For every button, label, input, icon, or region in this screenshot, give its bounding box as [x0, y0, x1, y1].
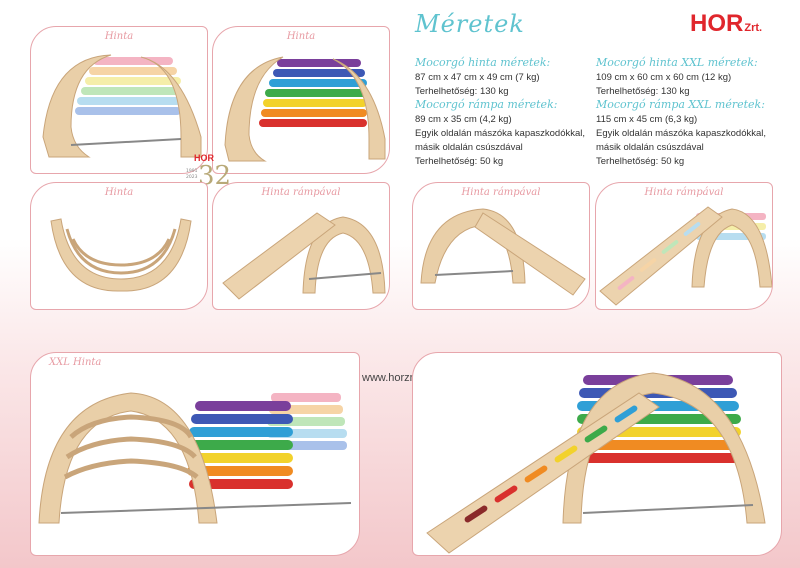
spec-hinta: Mocorgó hinta méretek: 87 cm x 47 cm x 4… — [415, 56, 595, 99]
xxl-swings-illustration — [38, 392, 352, 524]
spec-rampa: Mocorgó rámpa méretek: 89 cm x 35 cm (4,… — [415, 98, 600, 169]
spec-heading: Mocorgó rámpa méretek: — [415, 98, 558, 111]
ramp-illustration-3 — [599, 206, 772, 306]
photo-xxl-hinta-rampaval — [412, 352, 782, 556]
spec-line: Terhelhetőség: 50 kg — [596, 156, 685, 167]
photo-hinta-rocker: Hinta — [30, 182, 208, 310]
photo-label: Hinta — [104, 31, 134, 42]
xxl-ramp-illustration — [426, 372, 766, 554]
swing-rocker-illustration — [50, 218, 192, 292]
photo-label: Hinta rámpával — [644, 187, 724, 198]
spec-hinta-xxl: Mocorgó hinta XXL méretek: 109 cm x 60 c… — [596, 56, 786, 99]
spec-line: 87 cm x 47 cm x 49 cm (7 kg) — [415, 72, 540, 83]
photo-label: Hinta rámpával — [261, 187, 341, 198]
photo-xxl-hinta: XXL Hinta — [30, 352, 360, 556]
photo-hinta-pastel: Hinta — [30, 26, 208, 174]
swing-rainbow-illustration — [224, 56, 386, 162]
rainbow-xxl — [187, 401, 293, 489]
photo-label: Hinta — [286, 31, 316, 42]
brand-logo: HORZrt. — [690, 10, 762, 38]
photo-label: Hinta rámpával — [461, 187, 541, 198]
ramp-illustration-2 — [420, 208, 586, 296]
pastel-slats — [75, 57, 181, 115]
ramp-illustration-1 — [222, 212, 386, 300]
spec-heading: Mocorgó hinta XXL méretek: — [596, 56, 758, 69]
photo-hinta-rampaval-1: Hinta rámpával — [212, 182, 390, 310]
page-title: Méretek — [415, 10, 525, 38]
photo-hinta-rainbow: Hinta — [212, 26, 390, 174]
spec-heading: Mocorgó hinta méretek: — [415, 56, 551, 69]
photo-hinta-rampaval-2: Hinta rámpával — [412, 182, 590, 310]
spec-line: 115 cm x 45 cm (6,3 kg) — [596, 114, 698, 125]
photo-label: Hinta — [104, 187, 134, 198]
logo-brand: HOR — [690, 10, 744, 37]
photo-hinta-rampaval-3: Hinta rámpával — [595, 182, 773, 310]
spec-line: Terhelhetőség: 130 kg — [596, 86, 690, 97]
spec-line: másik oldalán csúszdával — [596, 142, 704, 153]
badge-brand: HOR — [194, 153, 214, 163]
rainbow-slats — [259, 59, 367, 127]
spec-line: 89 cm x 35 cm (4,2 kg) — [415, 114, 512, 125]
spec-line: Terhelhetőség: 50 kg — [415, 156, 504, 167]
spec-line: másik oldalán csúszdával — [415, 142, 523, 153]
spec-heading: Mocorgó rámpa XXL méretek: — [596, 98, 765, 111]
spec-rampa-xxl: Mocorgó rámpa XXL méretek: 115 cm x 45 c… — [596, 98, 786, 169]
spec-line: Terhelhetőség: 130 kg — [415, 86, 509, 97]
spec-line: Egyik oldalán mászóka kapaszkodókkal, — [596, 128, 767, 139]
photo-label: XXL Hinta — [49, 357, 102, 368]
spec-line: 109 cm x 60 cm x 60 cm (12 kg) — [596, 72, 732, 83]
swing-pastel-illustration — [42, 54, 202, 158]
spec-line: Egyik oldalán mászóka kapaszkodókkal, — [415, 128, 586, 139]
logo-suffix: Zrt. — [744, 22, 763, 34]
